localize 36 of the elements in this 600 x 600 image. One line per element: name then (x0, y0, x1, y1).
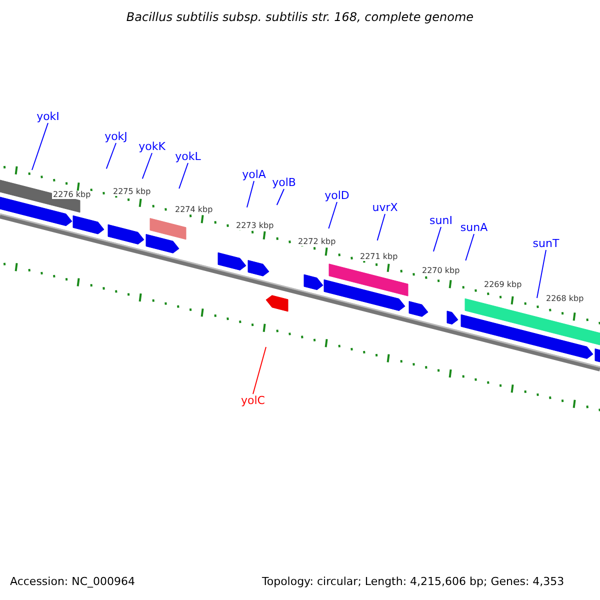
scale-label: 2275 kbp (112, 188, 152, 196)
gene-label: sunI (430, 215, 452, 226)
gene-label: yolA (242, 169, 266, 180)
scale-label: 2269 kbp (483, 281, 523, 289)
gene-label: yokK (138, 141, 166, 152)
scale-label: 2271 kbp (359, 253, 399, 261)
gene-label: yokI (36, 111, 60, 122)
scale-label: 2270 kbp (421, 267, 461, 275)
leader-line (142, 152, 152, 180)
leader-line (252, 346, 266, 394)
leader-line (536, 250, 546, 298)
gene-label: yokL (175, 151, 201, 162)
leader-line (32, 122, 48, 170)
leader-line (178, 162, 188, 190)
scale-label: 2276 kbp (52, 191, 92, 199)
scale-label: 2274 kbp (174, 206, 214, 214)
gene-label: sunT (532, 238, 560, 249)
leader-line (106, 142, 116, 170)
leader-line (465, 234, 474, 261)
scale-label: 2273 kbp (235, 222, 275, 230)
footer-text: Topology: circular; Length: 4,215,606 bp; Genes: 4,353 (262, 576, 564, 587)
gene-label: sunA (460, 222, 488, 233)
leader-line (276, 188, 284, 206)
gene-label: yolC (241, 395, 265, 406)
gene-label: yolD (324, 190, 350, 201)
scale-label: 2272 kbp (297, 238, 337, 246)
title: Bacillus subtilis subsp. subtilis str. 168, complete genome (125, 11, 475, 23)
footer-text: Accession: NC_000964 (10, 576, 136, 587)
leader-line (246, 180, 254, 208)
leader-line (432, 226, 442, 252)
leader-line (328, 202, 338, 229)
scale-label: 2268 kbp (545, 295, 585, 303)
gene-label: uvrX (372, 202, 398, 213)
leader-line (376, 214, 386, 241)
gene-label: yokJ (104, 131, 128, 142)
gene-label: yolB (272, 177, 296, 188)
